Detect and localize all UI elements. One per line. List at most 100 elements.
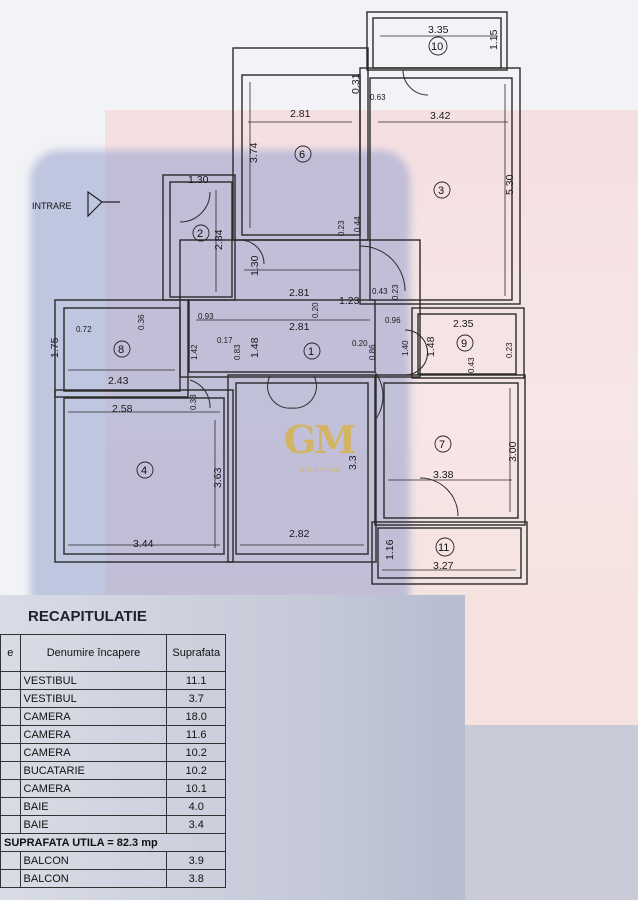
dim-label: 0.17 [217,336,233,345]
row-area: 3.9 [166,851,226,870]
recap-table: e Denumire încapere Suprafata VESTIBUL 11… [0,634,226,888]
dim-label: 0.20 [311,302,320,318]
row-nr [0,851,21,870]
door-7 [374,371,384,421]
balcony-10-outline [366,11,508,71]
dim-label: 1.30 [249,255,261,276]
room-4-inner [63,397,225,555]
dim-label: 2.82 [289,528,310,540]
room-3-inner [369,77,513,301]
dimension-lines [68,35,516,571]
row-area: 4.0 [166,797,226,816]
row-area: 11.6 [166,725,226,744]
door-6 [239,239,265,265]
row-nr [0,743,21,762]
dim-label: 1.48 [249,337,261,358]
dim-label: 0.23 [337,220,346,236]
dim-label: 3.74 [248,142,260,163]
dim-label: 0.44 [353,216,362,232]
header-nr: e [0,634,21,672]
room-8-inner [63,307,181,392]
room-8-outer [54,299,189,398]
row-nr [0,671,21,690]
row-name: BUCATARIE [19,761,168,780]
row-name: VESTIBUL [19,671,168,690]
dim-label: 2.58 [112,403,133,415]
dim-label: 1.75 [49,337,61,358]
dim-label: 0.83 [233,344,242,360]
dim-label: 2.84 [213,229,225,250]
dim-label: 1.48 [425,336,437,357]
door-11 [419,477,459,517]
header-area: Suprafata [166,634,226,672]
dim-label: 2.43 [108,375,129,387]
dim-label: 0.36 [137,314,146,330]
dim-label: 3.44 [133,538,154,550]
room-circle [192,224,210,242]
logo-tagline: GRUP MIHAI [299,468,341,474]
row-area: 10.2 [166,743,226,762]
row-area: 3.8 [166,869,226,888]
floor-plan-drawing: INTRARE 1 2 3 4 6 7 8 9 10 11 3.35 2.81 … [32,11,528,585]
dim-label: 0.20 [352,339,368,348]
room-5-outer [227,374,377,563]
dim-label: 1.40 [401,340,410,356]
dim-label: 2.81 [289,287,310,299]
shadow-overlay [30,150,410,620]
row-name: BALCON [19,851,168,870]
row-area: 10.1 [166,779,226,798]
row-area: 18.0 [166,707,226,726]
dim-label: 0.63 [370,93,386,102]
row-area: 10.2 [166,761,226,780]
row-name: BAIE [19,797,168,816]
entrance-arrow-icon [87,190,120,218]
dim-label: 0.72 [76,325,92,334]
dim-label: 3.38 [433,469,454,481]
room-number: 9 [461,338,467,350]
dim-label: 0.23 [505,342,514,358]
row-name: CAMERA [19,725,168,744]
dim-label: 5.30 [504,174,516,195]
dim-label: 2.81 [290,108,311,120]
room-number: 6 [299,149,305,161]
recap-title: RECAPITULATIE [28,608,147,625]
row-area: 3.4 [166,815,226,834]
room-9-outer [411,307,525,379]
recap-header-row: e Denumire încapere Suprafata [0,634,226,672]
dim-label: 3.3 [347,455,359,470]
room-number: 3 [438,185,444,197]
room-7-outer [374,374,526,526]
dim-label: 1.42 [190,344,199,360]
room-circle [433,181,451,199]
walls [54,11,528,585]
dim-label: 0.86 [368,344,377,360]
room-7-inner [383,382,519,519]
row-name: VESTIBUL [19,689,168,708]
row-nr [0,869,21,888]
room-circle [434,435,452,453]
row-area: 3.7 [166,689,226,708]
room-5-inner [235,382,369,555]
door-2 [179,191,211,223]
row-name: BALCON [19,869,168,888]
right-paper-patch [465,595,638,725]
dim-label: 0.23 [391,284,400,300]
room-1-inner [188,299,376,373]
room-number: 7 [439,439,445,451]
dim-label: 2.35 [453,318,474,330]
room-circle [303,342,321,360]
total-row: SUPRAFATA UTILA = 82.3 mp [0,833,226,852]
header-name: Denumire încapere [19,634,168,672]
door-9 [404,329,428,376]
dim-label: 3.27 [433,560,454,572]
dim-label: 0.93 [198,312,214,321]
total-usable-area: SUPRAFATA UTILA = 82.3 mp [0,833,226,852]
room-circle [294,145,312,163]
door-5 [267,375,317,409]
dim-label: 3.35 [428,24,449,36]
room-circle [113,340,131,358]
doors [179,69,459,517]
